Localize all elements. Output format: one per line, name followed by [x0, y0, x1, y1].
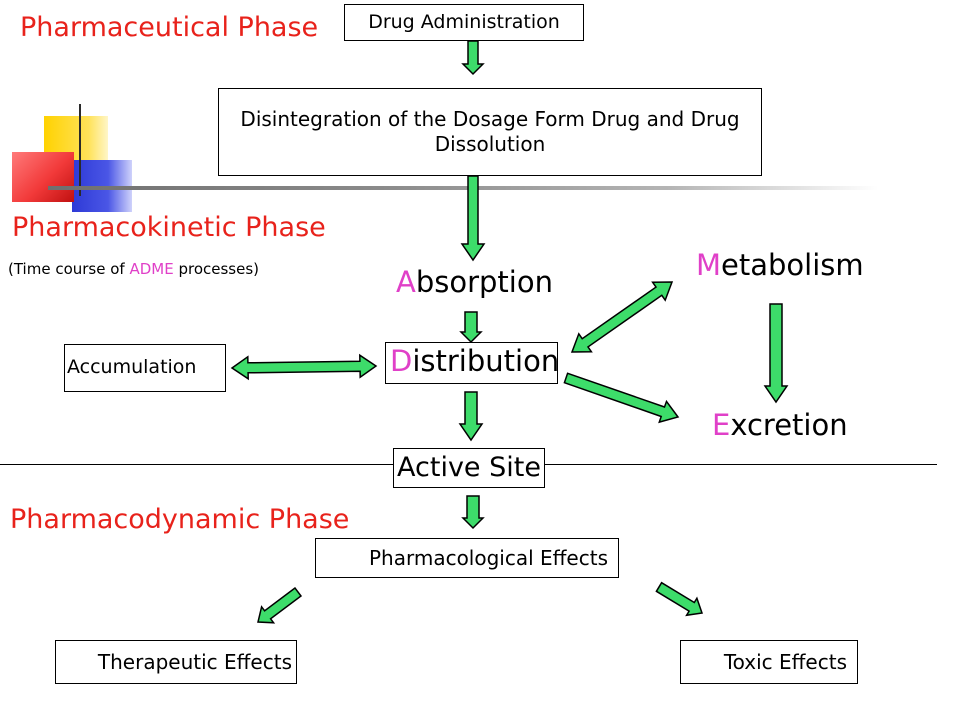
- pk-note-adme: ADME: [129, 260, 174, 278]
- pk-phase-note: (Time course of ADME processes): [8, 262, 259, 277]
- decorative-red-square: [12, 152, 74, 202]
- disintegration-box: Disintegration of the Dosage Form Drug a…: [218, 88, 762, 176]
- therapeutic-effects-box: Therapeutic Effects: [55, 640, 297, 684]
- distribution-label: Distribution: [390, 347, 559, 376]
- arrow-disintegration-to-absorption: [460, 175, 486, 262]
- toxic-effects-box: Toxic Effects: [680, 640, 858, 684]
- absorption-box: [393, 264, 553, 302]
- distribution-initial: D: [390, 344, 413, 378]
- pk-note-open: (Time course of: [8, 260, 130, 278]
- metabolism-label: Metabolism: [696, 251, 864, 280]
- accumulation-box: Accumulation: [64, 344, 226, 392]
- pharmacokinetic-phase-title: Pharmacokinetic Phase: [12, 212, 326, 243]
- arrow-admin-to-disintegration: [461, 40, 485, 76]
- drug-administration-box: Drug Administration: [344, 4, 584, 41]
- absorption-label: Absorption: [396, 268, 553, 297]
- arrow-distribution-metabolism: [570, 281, 674, 353]
- arrow-effects-to-toxic: [655, 581, 704, 617]
- pharmacological-effects-box: Pharmacological Effects: [315, 538, 619, 578]
- pharmaceutical-phase-title: Pharmaceutical Phase: [20, 12, 319, 43]
- arrow-absorption-to-distribution: [459, 311, 483, 344]
- absorption-rest: bsorption: [415, 265, 553, 299]
- pharmacodynamic-phase-title: Pharmacodynamic Phase: [10, 504, 350, 535]
- decorative-vertical-line: [79, 104, 81, 196]
- distribution-rest: istribution: [412, 344, 560, 378]
- arrow-distribution-to-excretion: [563, 372, 680, 424]
- metabolism-rest: etabolism: [721, 248, 864, 282]
- arrow-active-site-to-effects: [461, 495, 485, 530]
- arrow-metabolism-to-excretion: [763, 303, 789, 404]
- arrow-effects-to-therapeutic: [257, 586, 303, 624]
- arrow-distribution-to-active-site: [458, 391, 484, 442]
- active-site-box: Active Site: [393, 448, 545, 488]
- absorption-initial: A: [396, 265, 416, 299]
- excretion-rest: xcretion: [730, 408, 848, 442]
- metabolism-initial: M: [696, 248, 722, 282]
- excretion-initial: E: [712, 408, 731, 442]
- excretion-label: Excretion: [712, 411, 848, 440]
- decorative-horizontal-rule-top: [48, 186, 878, 190]
- arrow-accumulation-distribution: [230, 353, 378, 381]
- pk-note-close: processes): [173, 260, 260, 278]
